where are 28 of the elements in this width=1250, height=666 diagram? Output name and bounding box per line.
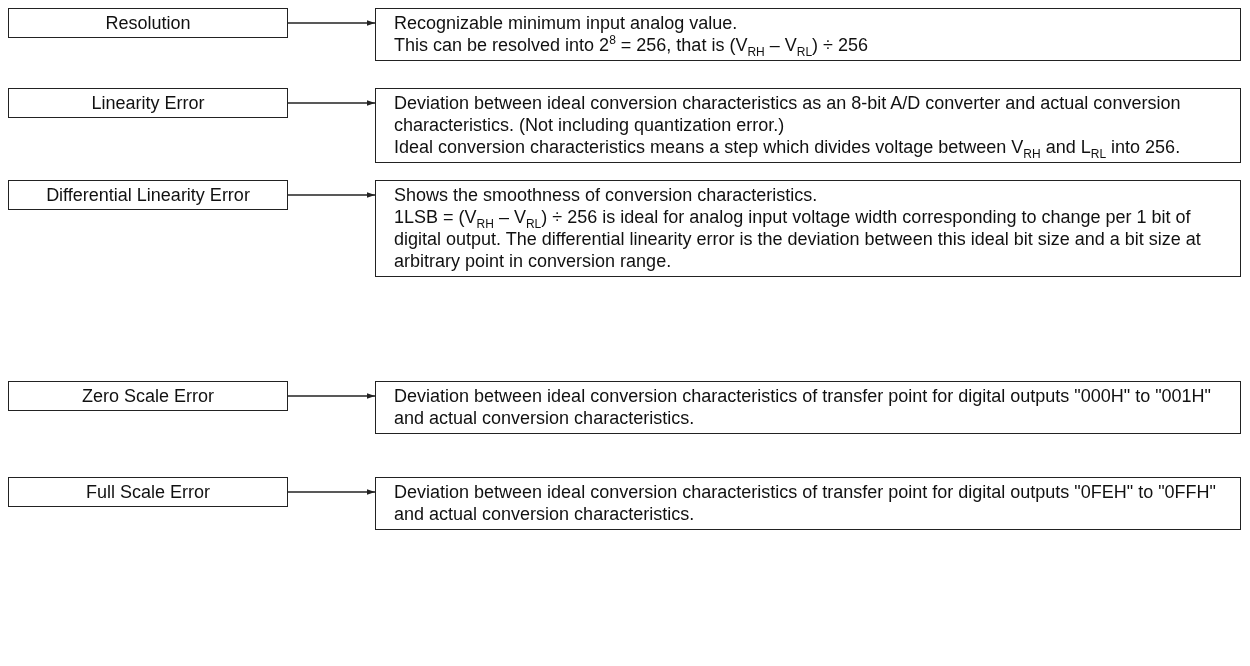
description-text: Ideal conversion characteristics means a step which divides voltage between V$_{RH}$ and L$_{RL}$ into 256. — [394, 136, 1182, 158]
term-label: Resolution — [105, 12, 191, 34]
term-label: Zero Scale Error — [81, 385, 214, 407]
arrow — [287, 489, 376, 495]
arrow — [287, 393, 376, 399]
term-box — [8, 180, 288, 210]
description-box — [375, 180, 1241, 277]
term-box — [8, 477, 288, 507]
term-box — [8, 8, 288, 38]
description-text: Deviation between ideal conversion characteristics of transfer point for digital outputs "000H" to "001H" and actual conversion characteristics. — [394, 385, 1212, 429]
description-box — [375, 381, 1241, 434]
description-text: 1LSB = (V$_{RH}$ – V$_{RL}$) ÷ 256 is ideal for analog input voltage width corresponding to change per 1 bit of digital output. The differential linearity error is the deviation between this ideal bit size and a bit size at arbitrary point in conversion range. — [394, 206, 1202, 272]
description-box — [375, 8, 1241, 61]
description-text: Deviation between ideal conversion characteristics as an 8-bit A/D converter and actual conversion characteristics. (Not including quantization error.) — [394, 92, 1182, 136]
arrow — [287, 20, 376, 26]
description-text: Recognizable minimum input analog value. — [394, 12, 739, 34]
term-label: Linearity Error — [91, 92, 205, 114]
arrow — [287, 192, 376, 198]
description-text: Deviation between ideal conversion characteristics of transfer point for digital outputs "0FEH" to "0FFH" and actual conversion characteristics. — [394, 481, 1217, 525]
description-box — [375, 88, 1241, 163]
description-text: This can be resolved into 2$^{8}$ = 256, that is (V$_{RH}$ – V$_{RL}$) ÷ 256 — [394, 34, 870, 56]
description-text: Shows the smoothness of conversion characteristics. — [394, 184, 819, 206]
description-box — [375, 477, 1241, 530]
arrow — [287, 100, 376, 106]
term-box — [8, 88, 288, 118]
term-box — [8, 381, 288, 411]
term-label: Full Scale Error — [86, 481, 210, 503]
term-label: Differential Linearity Error — [46, 184, 250, 206]
